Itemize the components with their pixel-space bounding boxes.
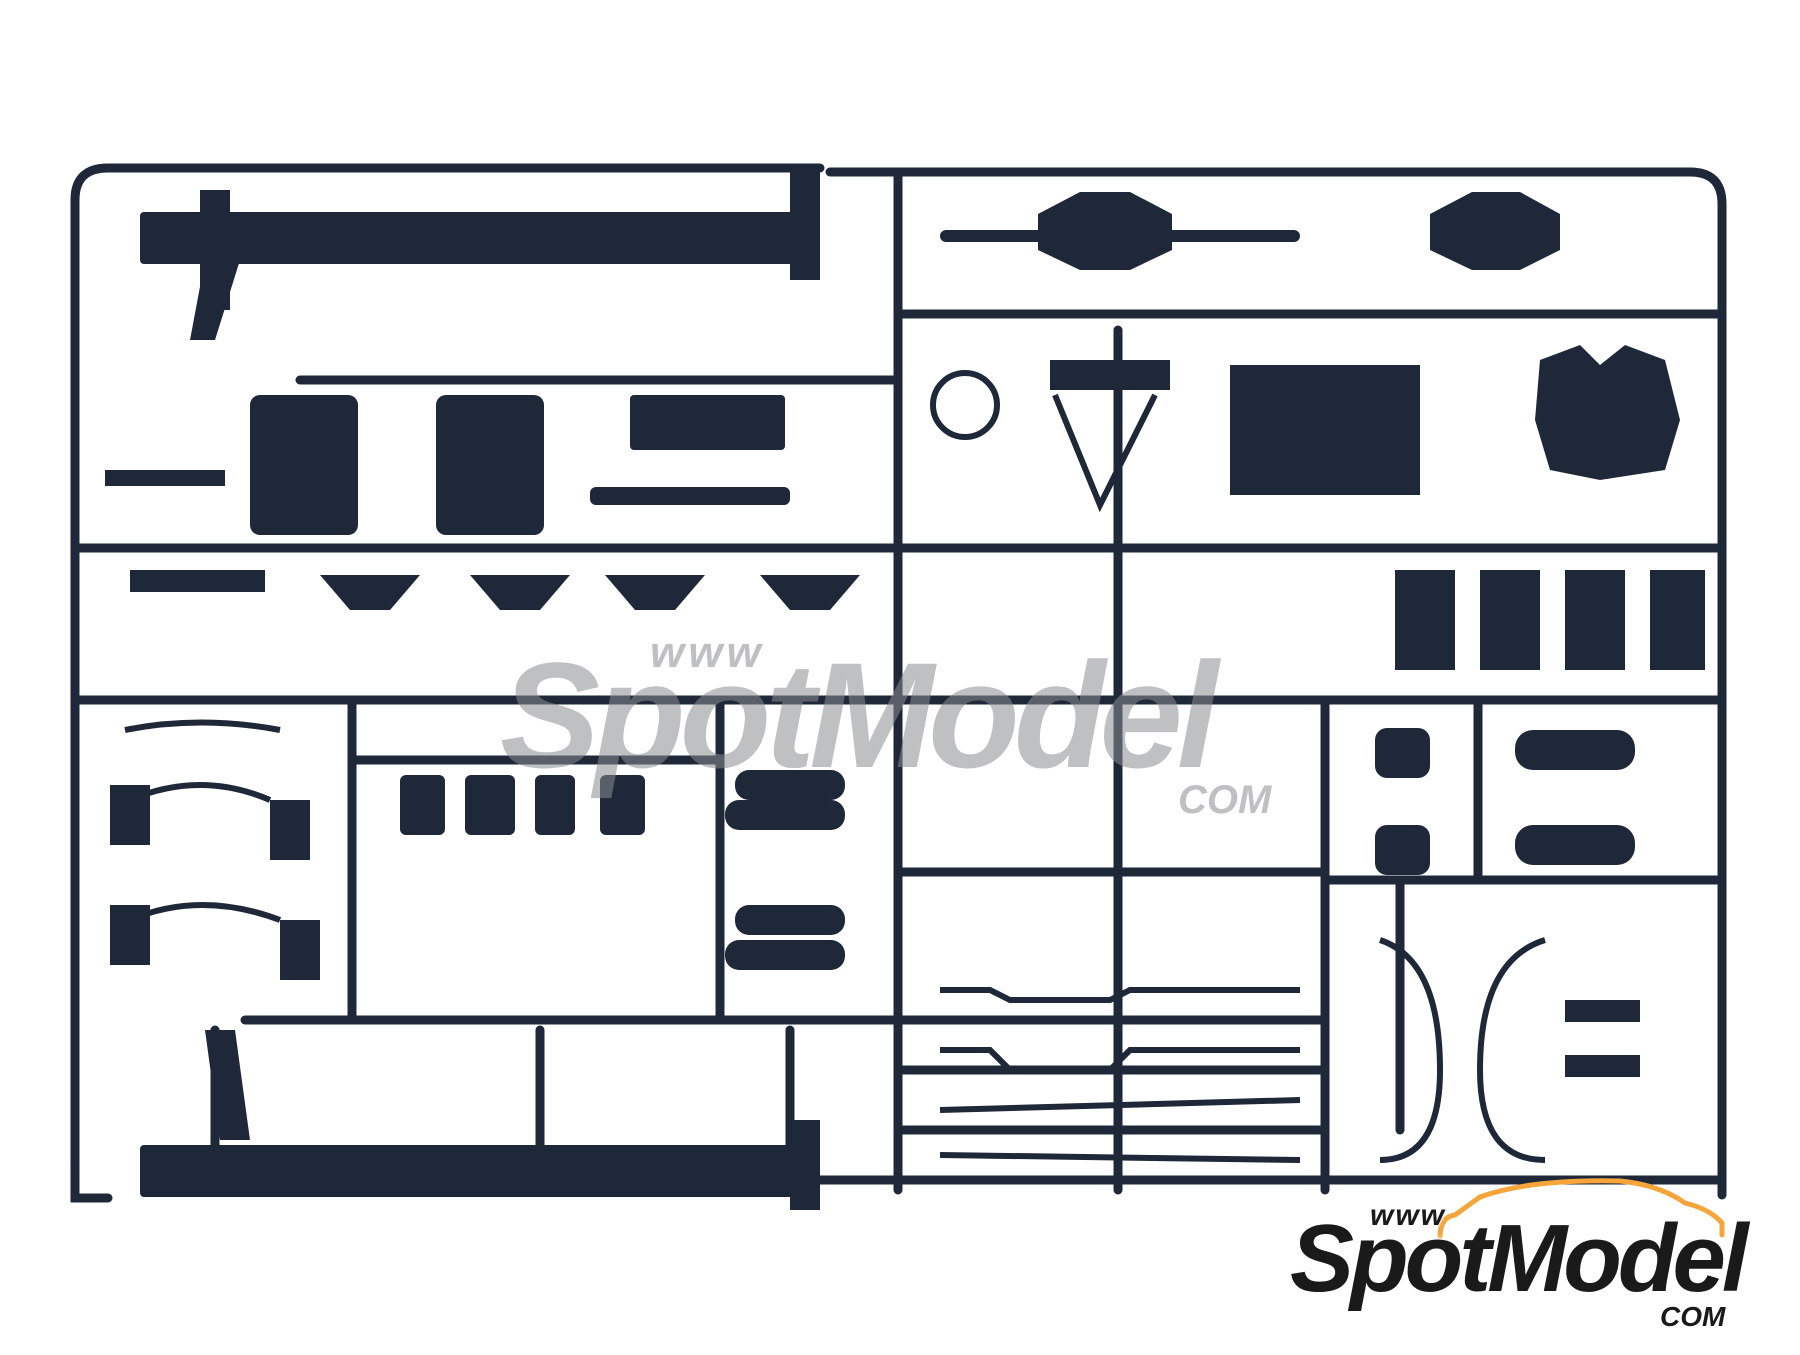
sprue-parts — [105, 170, 1705, 1210]
watermark-corner-brand: SpotModel — [1290, 1205, 1749, 1312]
watermark-corner-suffix: COM — [1660, 1301, 1726, 1332]
sprue-runners — [70, 163, 1727, 1203]
watermark-corner-logo: www SpotModel COM — [1290, 1175, 1760, 1345]
watermark-corner-prefix: www — [1370, 1199, 1447, 1232]
car-outline-icon — [1437, 1178, 1725, 1240]
sprue-thin-parts — [124, 370, 1546, 1163]
